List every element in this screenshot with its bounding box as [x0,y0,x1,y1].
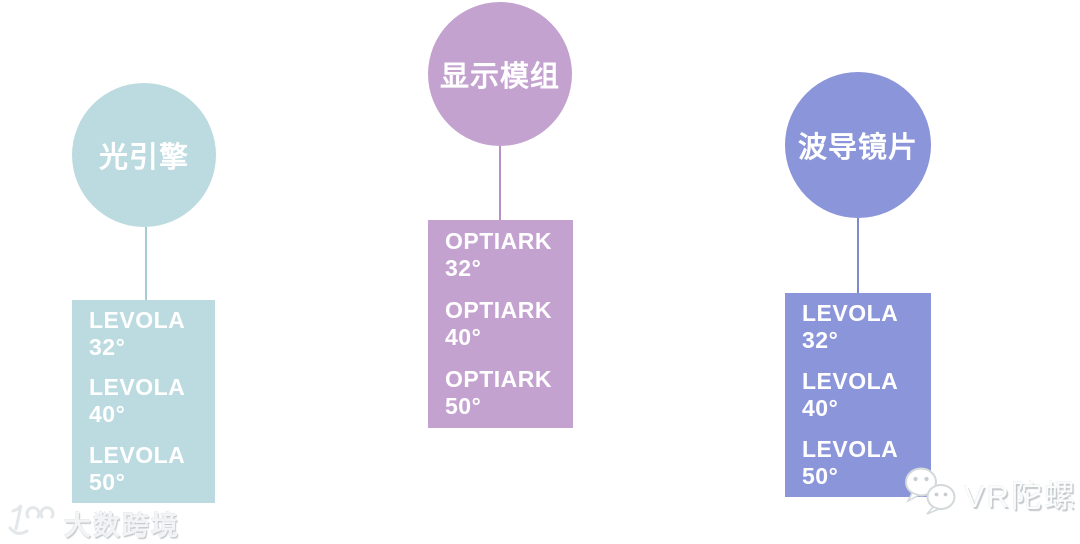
waveguide-lens-item-2: LEVOLA 40° [802,368,898,421]
waveguide-lens-circle: 波导镜片 [785,72,931,218]
display-module-circle-label: 显示模组 [439,61,560,93]
display-module-item-3: OPTIARK 50° [445,366,552,420]
light-engine-item-1: LEVOLA 32° [89,306,185,360]
light-engine-item-3: LEVOLA 50° [89,442,185,496]
watermark-left-text: 大数跨境 [64,511,180,541]
wechat-icon [902,464,960,523]
watermark-bottom-right: VR陀螺 [902,464,1077,523]
light-engine-circle-label: 光引擎 [98,142,189,174]
waveguide-lens-box: LEVOLA 32° LEVOLA 40° LEVOLA 50° [785,293,931,497]
display-module-circle: 显示模组 [428,2,572,146]
display-module-item-1: OPTIARK 32° [445,227,552,281]
watermark-right-text: VR陀螺 [964,479,1078,514]
waveguide-lens-connector-line [857,218,859,293]
waveguide-lens-item-3: LEVOLA 50° [802,436,898,489]
light-engine-connector-line [145,227,147,300]
display-module-connector-line [499,146,501,220]
display-module-item-2: OPTIARK 40° [445,296,552,350]
light-engine-circle: 光引擎 [72,83,216,227]
waveguide-lens-circle-label: 波导镜片 [797,132,918,164]
100-logo-icon [6,501,58,544]
watermark-bottom-left: 大数跨境 [6,501,180,544]
light-engine-item-2: LEVOLA 40° [89,374,185,428]
display-module-box: OPTIARK 32° OPTIARK 40° OPTIARK 50° [428,220,573,428]
light-engine-box: LEVOLA 32° LEVOLA 40° LEVOLA 50° [72,300,215,503]
waveguide-lens-item-1: LEVOLA 32° [802,300,898,353]
